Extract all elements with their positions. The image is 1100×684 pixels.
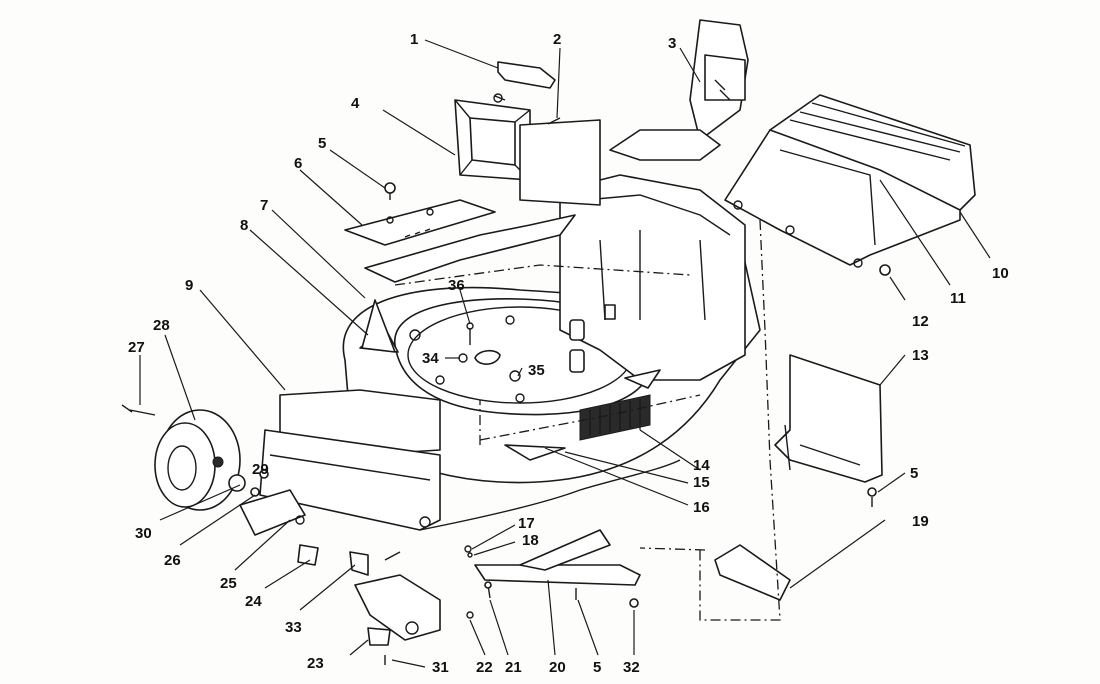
side-strip [364,214,576,283]
callout-14: 14 [693,457,710,474]
callout-32: 32 [623,659,640,676]
blade-hub-assembly [458,322,521,382]
callout-3: 7 [260,197,268,214]
bracket [361,299,396,353]
callout-29: 29 [252,461,269,478]
callout-7: 1 [410,31,418,48]
callout-33: 33 [285,619,302,636]
callout-16: 16 [693,499,710,516]
adjuster-lever [464,529,641,608]
leader-lines [139,39,991,668]
callout-19: 19 [912,513,929,530]
callout-5-bottom: 5 [593,659,601,676]
callout-31: 31 [432,659,449,676]
callout-21: 21 [505,659,522,676]
axle-bracket [239,489,401,576]
callout-4: 6 [294,155,302,172]
callout-8: 2 [553,31,561,48]
hinge-rod [714,544,791,601]
rear-wheel [121,404,269,511]
callout-12: 12 [912,313,929,330]
callout-15: 15 [693,474,710,491]
deck-vent-grille [579,394,651,441]
callout-5-right: 5 [910,465,918,482]
callout-labels: 1 2 3 4 5 6 7 8 9 10 11 12 13 5 14 15 16… [128,31,1009,676]
callout-13: 13 [912,347,929,364]
callout-9: 3 [668,35,676,52]
callout-25: 25 [220,575,237,592]
callout-24: 24 [245,593,262,610]
grass-catcher [724,94,976,276]
rear-chute [609,19,749,161]
callout-18: 18 [522,532,539,549]
latch [497,61,556,89]
callout-1: 9 [185,277,193,294]
callout-26: 26 [164,552,181,569]
callout-34: 34 [422,350,439,367]
callout-35: 35 [528,362,545,379]
callout-6: 4 [351,95,360,112]
callout-27: 27 [128,339,145,356]
callout-2: 8 [240,217,248,234]
mower-deck-housing [259,174,761,531]
callout-10: 10 [992,265,1009,282]
callout-11: 11 [950,290,966,307]
height-adjuster-bracket [354,574,474,665]
callout-30: 30 [135,525,152,542]
discharge-frame [454,93,601,206]
callout-36: 36 [448,277,465,294]
callout-23: 23 [307,655,324,672]
callout-5-top: 5 [318,135,326,152]
callout-22: 22 [476,659,493,676]
callout-20: 20 [549,659,566,676]
callout-28: 28 [153,317,170,334]
deflector-plate [344,182,496,246]
callout-17: 17 [518,515,535,532]
rear-guard-flap [774,354,883,507]
pin [547,117,561,125]
